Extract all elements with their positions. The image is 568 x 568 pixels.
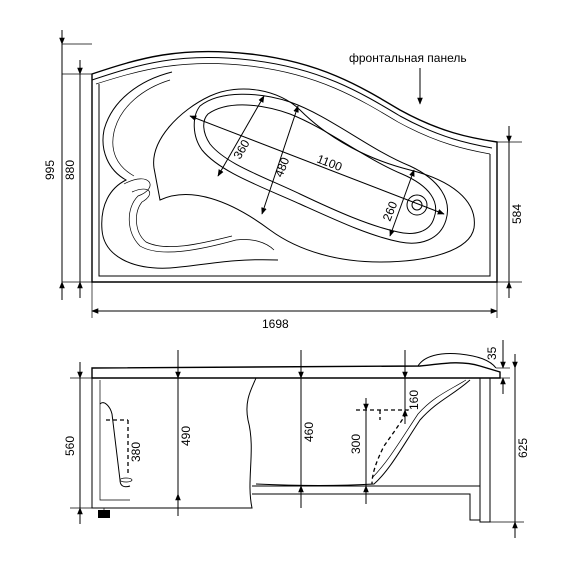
bowl-outer (153, 88, 475, 263)
side-bowl-curve-inner (371, 379, 467, 479)
dim-480-label: 480 (272, 155, 293, 179)
side-foot (98, 510, 110, 518)
dim-35-label: 35 (485, 346, 499, 360)
dim-460-label: 460 (302, 422, 316, 442)
side-rim (91, 362, 501, 379)
dim-1698-label: 1698 (262, 317, 289, 331)
headrest-outline (101, 71, 279, 269)
side-overflow (119, 477, 133, 483)
basin-inner (203, 104, 437, 234)
side-backrest (99, 402, 131, 488)
side-seat-dashed (356, 409, 410, 485)
top-view: 995 880 584 1698 фронтальная панель 360 … (43, 30, 524, 331)
tub-inner-frame (98, 84, 491, 277)
basin-outer (193, 93, 448, 244)
armrest-outline (123, 178, 275, 253)
armrest-inner (131, 188, 233, 247)
side-body-left (91, 377, 257, 509)
headrest-inner (112, 79, 171, 177)
drain-outer (406, 194, 428, 216)
dim-490-label: 490 (179, 426, 193, 446)
tub-outline-top (91, 50, 498, 283)
dim-160-label: 160 (407, 390, 421, 410)
dim-625-label: 625 (516, 438, 530, 458)
dim-584-label: 584 (510, 204, 524, 224)
side-front-panel (479, 378, 491, 523)
side-inner-wall (99, 380, 130, 501)
dim-260-line (389, 169, 415, 237)
front-panel-label: фронтальная панель (349, 51, 467, 65)
side-bowl-curve (255, 379, 471, 486)
dim-880-label: 880 (63, 160, 77, 180)
side-skirt-bottom (252, 485, 481, 521)
dim-380-label: 380 (129, 442, 143, 462)
dim-300-label: 300 (349, 434, 363, 454)
dim-995-label: 995 (43, 160, 57, 180)
side-view: 560 380 490 460 300 160 35 (63, 340, 530, 538)
side-headrest (417, 353, 497, 369)
dim-560-label: 560 (63, 436, 77, 456)
dim-260-label: 260 (380, 199, 401, 223)
dim-360-label: 360 (230, 137, 252, 162)
dim-1100-label: 1100 (315, 152, 344, 174)
